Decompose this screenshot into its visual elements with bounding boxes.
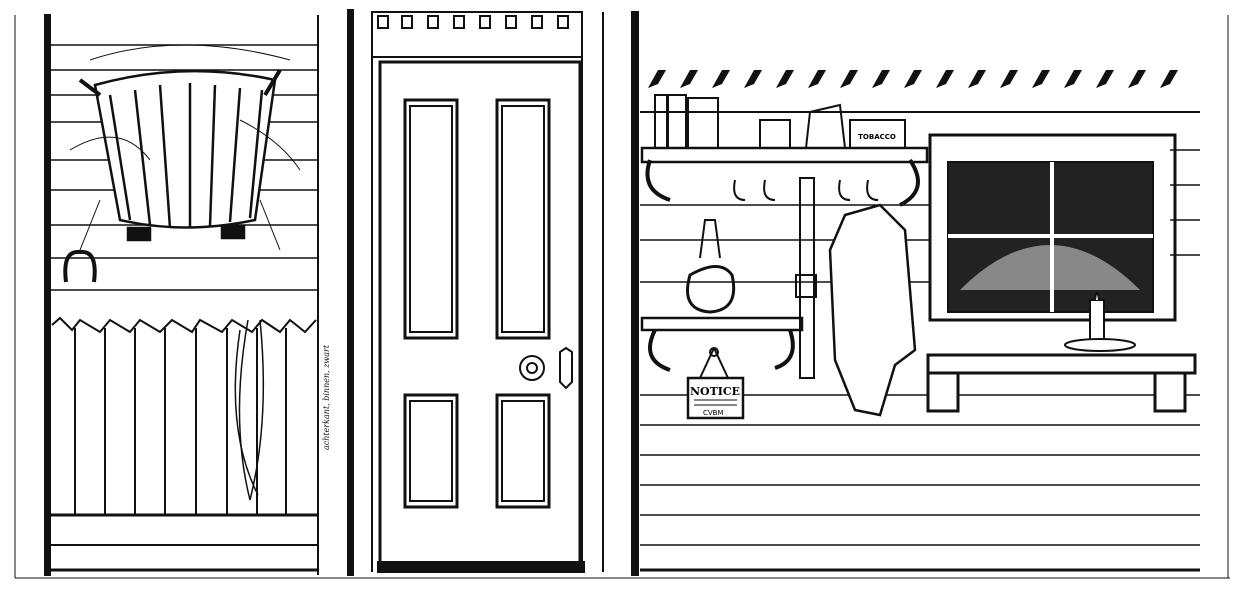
picket-fence bbox=[50, 316, 318, 572]
coat bbox=[828, 203, 917, 417]
door-panel bbox=[347, 9, 604, 576]
belt bbox=[799, 177, 815, 379]
notice-footer: CVBM bbox=[703, 409, 724, 417]
oil-lamp bbox=[686, 265, 736, 314]
notice-title: NOTICE bbox=[690, 385, 740, 398]
notice-sign bbox=[686, 376, 745, 420]
door-knob bbox=[519, 355, 545, 381]
hay-basket bbox=[69, 44, 301, 251]
lower-shelf bbox=[640, 316, 804, 332]
decorative-trim bbox=[648, 70, 1178, 88]
keyhole-plate bbox=[559, 346, 573, 390]
margin-note: achterkant, binnen, zwart bbox=[322, 344, 331, 450]
right-panel bbox=[631, 11, 1200, 576]
horseshoe bbox=[63, 249, 97, 283]
bench bbox=[926, 353, 1197, 375]
window-frame bbox=[928, 133, 1177, 322]
left-panel bbox=[44, 14, 319, 576]
tobacco-label: TOBACCO bbox=[858, 133, 896, 141]
